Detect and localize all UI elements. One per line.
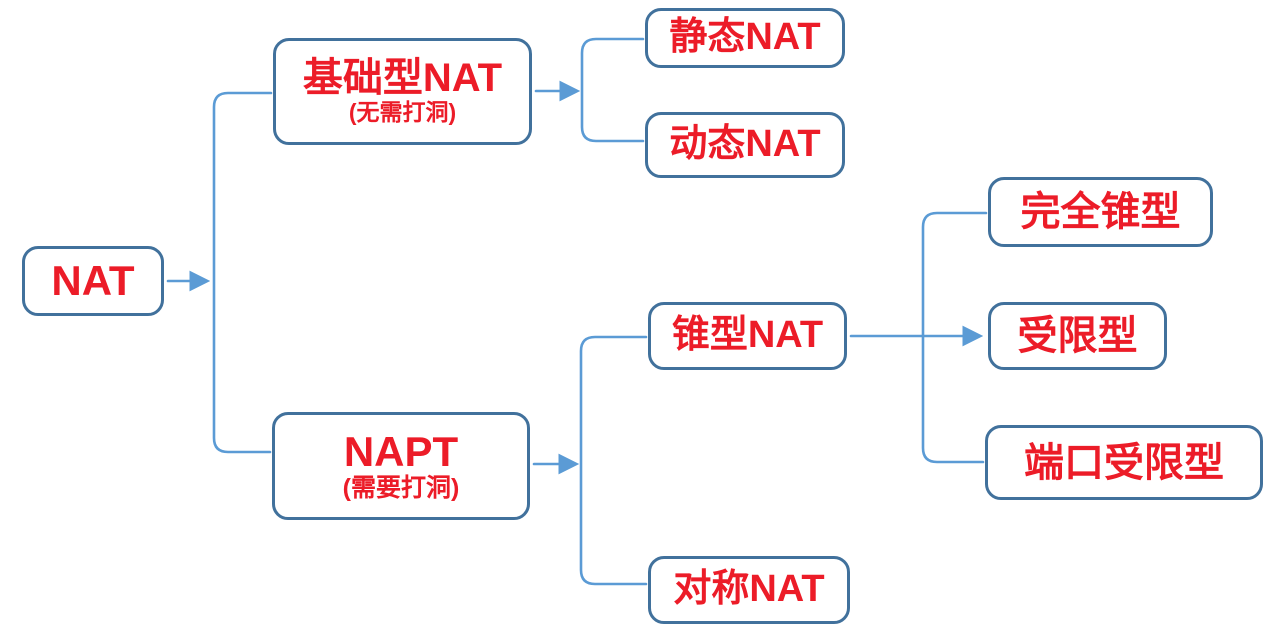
node-nat-label: NAT <box>51 256 135 304</box>
node-nat: NAT <box>22 246 164 316</box>
node-basic-nat: 基础型NAT (无需打洞) <box>273 38 532 145</box>
node-symmetric-nat-label: 对称NAT <box>673 568 825 611</box>
node-port-restricted: 端口受限型 <box>985 425 1263 500</box>
node-napt-label: NAPT <box>343 427 459 475</box>
edge-spine-conenat-children <box>921 211 988 464</box>
node-napt: NAPT (需要打洞) <box>272 412 530 520</box>
node-basic-nat-sublabel: (无需打洞) <box>348 99 457 126</box>
node-basic-nat-label: 基础型NAT <box>302 56 503 101</box>
node-cone-nat: 锥型NAT <box>648 302 847 370</box>
node-restricted-label: 受限型 <box>1017 314 1138 358</box>
node-dynamic-nat-label: 动态NAT <box>669 123 821 166</box>
node-static-nat: 静态NAT <box>645 8 845 68</box>
node-port-restricted-label: 端口受限型 <box>1024 440 1224 485</box>
node-dynamic-nat: 动态NAT <box>645 112 845 178</box>
edge-spine-basicnat-children <box>580 37 645 143</box>
node-full-cone-label: 完全锥型 <box>1020 190 1181 234</box>
node-symmetric-nat: 对称NAT <box>648 556 850 624</box>
edge-spine-napt-children <box>579 335 648 586</box>
node-cone-nat-label: 锥型NAT <box>671 314 824 357</box>
node-napt-sublabel: (需要打洞) <box>342 473 460 502</box>
edge-spine-nat-children <box>212 91 273 454</box>
node-static-nat-label: 静态NAT <box>669 16 821 59</box>
node-restricted: 受限型 <box>988 302 1167 370</box>
node-full-cone: 完全锥型 <box>988 177 1213 247</box>
